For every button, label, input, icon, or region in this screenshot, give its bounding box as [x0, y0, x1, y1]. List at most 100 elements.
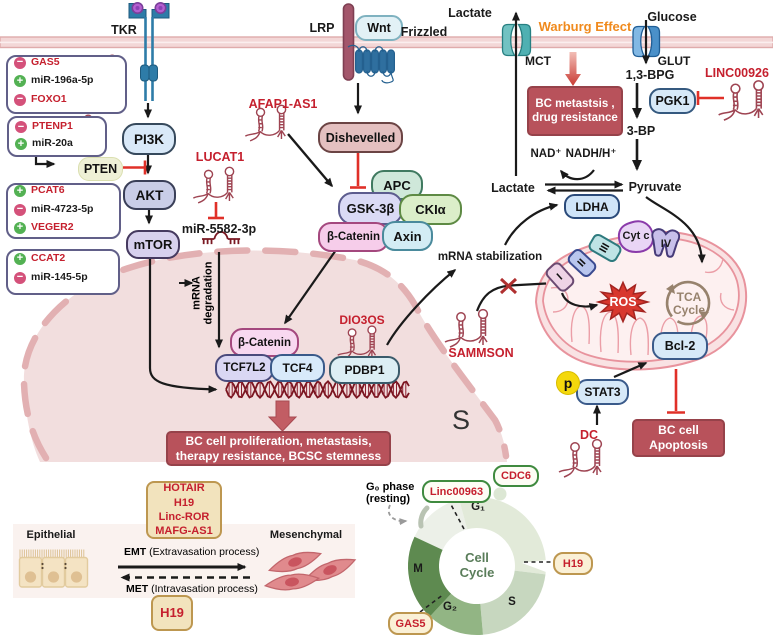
- regulator-box-2-row2: +miR-20a: [15, 137, 73, 150]
- label-text: CCAT2: [31, 251, 66, 264]
- axin-node[interactable]: Axin: [382, 221, 433, 251]
- regulator-box-3-row1: +PCAT6: [14, 184, 65, 197]
- label-text: Dishevelled: [325, 130, 396, 145]
- complex-iv[interactable]: [651, 228, 681, 258]
- label-text: therapy resistance, BCSC stemness: [175, 448, 382, 463]
- akt-node[interactable]: AKT: [123, 180, 176, 210]
- linc00963-pill[interactable]: Linc00963: [422, 480, 491, 503]
- regulator-box-1[interactable]: [6, 55, 127, 114]
- label-text: Bcl-2: [664, 339, 696, 353]
- label-text: PCAT6: [31, 184, 65, 197]
- label-text: TCF4: [282, 361, 313, 375]
- label-text: (Intravasation process): [148, 583, 258, 595]
- ldha-node[interactable]: LDHA: [564, 194, 620, 219]
- plus-icon: +: [14, 221, 26, 234]
- plus-icon: +: [14, 75, 26, 87]
- glut-label: GLUT: [657, 54, 691, 68]
- minus-icon: −: [14, 56, 26, 69]
- emt-h19-box: H19: [151, 595, 193, 631]
- lrp-label: LRP: [309, 21, 335, 35]
- label-text: miR-196a-5p: [31, 74, 94, 87]
- label-text: H19: [562, 557, 584, 570]
- mrna-stab-label: mRNA stabilization: [437, 251, 543, 263]
- label-text: BC metastsis ,: [535, 97, 615, 110]
- phospho-badge: p: [556, 371, 580, 395]
- complex-iii[interactable]: [588, 233, 622, 263]
- pgk1-node[interactable]: PGK1: [649, 88, 696, 114]
- glut-channel[interactable]: [632, 25, 661, 58]
- plus-icon: +: [14, 252, 26, 265]
- label-text: CKIα: [415, 202, 446, 217]
- arrow-afap-gsk: [287, 133, 333, 188]
- complex-i[interactable]: [545, 261, 576, 292]
- mir5582-label: miR-5582-3p: [181, 222, 257, 236]
- g2-label: G₂: [442, 601, 458, 613]
- lactate-top-label: Lactate: [448, 6, 492, 20]
- complex-iv-label: IV: [660, 238, 672, 250]
- cytc-label: Cyt c: [622, 230, 650, 242]
- label-text: (resting): [366, 493, 410, 506]
- cdc6-pill[interactable]: CDC6: [493, 465, 539, 487]
- bcatenin-nucleus-node[interactable]: β-Catenin: [230, 328, 299, 357]
- label-text: PTEN: [83, 162, 118, 176]
- frizzled-label: Frizzled: [400, 25, 448, 39]
- minus-icon: −: [14, 93, 26, 106]
- gsk3b-node[interactable]: GSK-3β: [338, 192, 403, 225]
- label-text: H19: [160, 604, 184, 620]
- afap1as1-label: AFAP1-AS1: [248, 97, 318, 111]
- h19-pill[interactable]: H19: [553, 552, 593, 575]
- pten-node[interactable]: PTEN: [78, 157, 123, 181]
- cytc-blob[interactable]: [617, 220, 655, 254]
- label-text: Wnt: [367, 21, 391, 35]
- cycle-connectors: [419, 498, 552, 613]
- label-text: AKT: [135, 187, 164, 203]
- label-text: β-Catenin: [326, 231, 381, 243]
- gas5-pill[interactable]: GAS5: [388, 612, 433, 635]
- bcl2-node[interactable]: Bcl-2: [652, 332, 708, 360]
- regulator-box-3-row3: + VEGER2: [14, 220, 74, 234]
- pdbp1-node[interactable]: PDBP1: [329, 356, 400, 384]
- regulator-box-1-row1: −GAS5: [14, 56, 60, 69]
- lrp-receptor[interactable]: [342, 3, 355, 81]
- label-text: TCF7L2: [223, 362, 266, 374]
- label-text: mRNA: [190, 276, 203, 310]
- dishevelled-node[interactable]: Dishevelled: [318, 122, 403, 153]
- label-text: CDC6: [501, 470, 531, 482]
- mct-label: MCT: [525, 54, 551, 68]
- pi3k-node[interactable]: PI3K: [122, 123, 176, 155]
- g0-phase-label: G₀ phase(resting): [366, 481, 414, 506]
- label-text: MET: [126, 583, 149, 595]
- label-text: PGK1: [655, 94, 690, 108]
- linc00926-rna: [717, 80, 764, 121]
- emt-process-label: EMT (Extravasation process): [124, 546, 259, 559]
- label-text: MAFG-AS1: [155, 525, 213, 538]
- arrow-stat3-bcl2: [613, 361, 648, 379]
- bpg-label: 1,3-BPG: [625, 68, 675, 82]
- s-phase-label: S: [508, 596, 516, 608]
- label-text: mTOR: [133, 237, 173, 252]
- bcatenin-complex-node[interactable]: β-Catenin: [318, 222, 389, 252]
- label-text: TCA: [676, 290, 702, 304]
- cki-node[interactable]: CKIα: [399, 194, 462, 225]
- label-text: STAT3: [584, 385, 621, 399]
- label-text: VEGER2: [31, 220, 74, 233]
- mct-channel[interactable]: [501, 23, 532, 57]
- mtor-node[interactable]: mTOR: [126, 230, 180, 259]
- inhibit-linc00926-pgk1: [696, 91, 724, 105]
- label-text: Linc-ROR: [158, 511, 210, 523]
- tca-cycle-arrows: [665, 280, 711, 326]
- label-text: PI3K: [133, 131, 164, 147]
- arrow-mrnastab-ldha: [504, 202, 559, 246]
- arrow-ci-ros: [560, 292, 599, 311]
- complex-ii[interactable]: [567, 248, 598, 278]
- nad-label: NAD⁺: [530, 148, 562, 160]
- frizzled-receptor[interactable]: [347, 44, 396, 84]
- stat3-node[interactable]: STAT3: [576, 379, 629, 405]
- wnt-node[interactable]: Wnt: [355, 15, 403, 41]
- label-text: miR-20a: [32, 137, 73, 150]
- tcf7l2-node[interactable]: TCF7L2: [215, 354, 274, 382]
- tkr-receptor[interactable]: [128, 3, 170, 102]
- tcf4-node[interactable]: TCF4: [270, 354, 325, 382]
- pyruvate-label: Pyruvate: [628, 180, 682, 194]
